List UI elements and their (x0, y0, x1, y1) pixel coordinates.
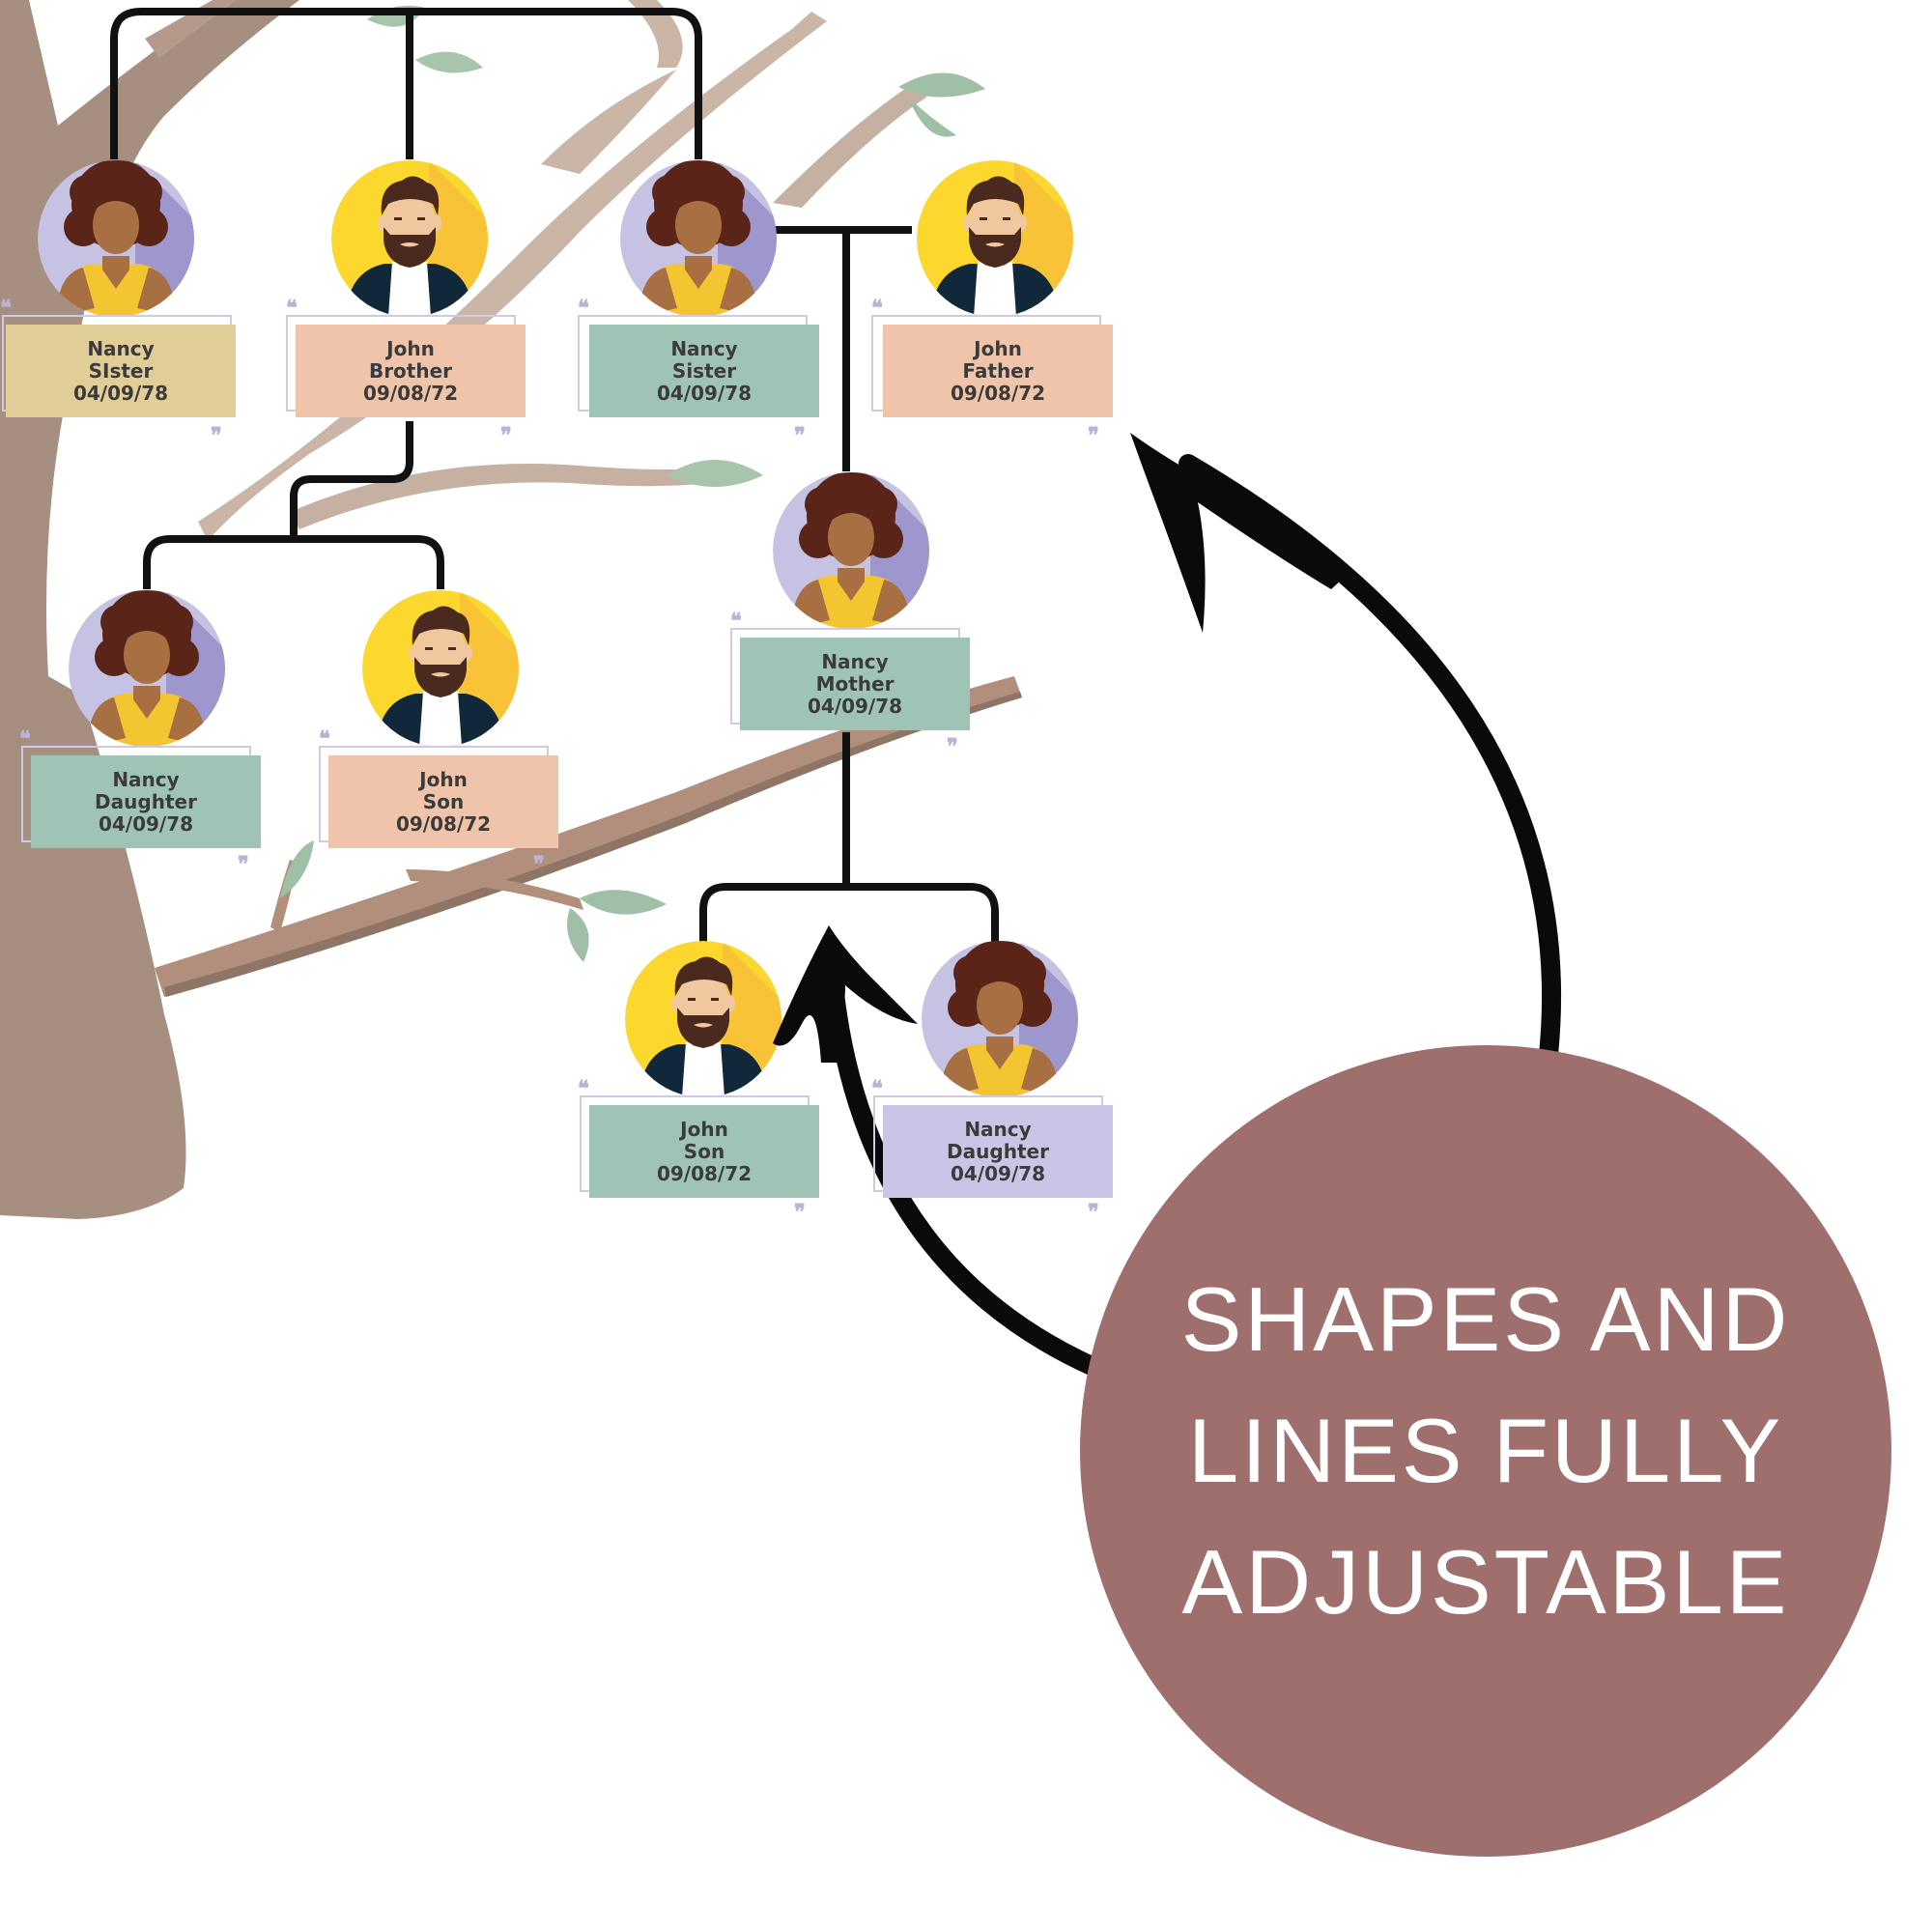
tree-branch-lower-shade (164, 692, 1022, 997)
avatar-female-icon[interactable] (38, 159, 194, 317)
person-name: Nancy (964, 1117, 1032, 1141)
person-name: Nancy (670, 336, 738, 360)
leaf (567, 908, 589, 962)
arrow-upper-curve (1179, 454, 1561, 1065)
person-role: Mother (815, 671, 895, 696)
quote-close-icon: ❞ (947, 734, 958, 759)
quote-open-icon: ❝ (319, 726, 330, 752)
quote-close-icon: ❞ (794, 423, 806, 448)
quote-close-icon: ❞ (1088, 1200, 1099, 1225)
leaf (580, 890, 667, 915)
person-name: John (386, 336, 435, 360)
quote-close-icon: ❞ (1088, 423, 1099, 448)
person-name: Nancy (87, 336, 155, 360)
avatar-male-icon[interactable] (331, 160, 488, 317)
quote-open-icon: ❝ (871, 1076, 883, 1101)
person-role: Father (962, 358, 1034, 383)
connector-mother-to-children[interactable] (699, 732, 999, 943)
connector-lines[interactable] (110, 8, 999, 943)
arrow-heads (773, 433, 1352, 1063)
tree-branch-lower (155, 676, 1022, 997)
quote-open-icon: ❝ (730, 609, 742, 634)
leaf (898, 72, 985, 98)
person-role: Daughter (947, 1139, 1049, 1163)
quote-open-icon: ❝ (871, 296, 883, 321)
person-card[interactable]: John Son 09/08/72 (589, 1105, 819, 1198)
person-card[interactable]: Nancy Daughter 04/09/78 (883, 1105, 1113, 1198)
person-date: 04/09/78 (98, 811, 194, 836)
person-name: John (419, 767, 468, 791)
callout-line-2: LINES FULLY (1187, 1400, 1784, 1501)
person-card[interactable]: John Father 09/08/72 (883, 325, 1113, 417)
connector-brother-to-children[interactable] (143, 421, 444, 589)
person-date: 09/08/72 (362, 381, 459, 405)
quote-close-icon: ❞ (794, 1200, 806, 1225)
quote-open-icon: ❝ (578, 1076, 589, 1101)
person-card[interactable]: Nancy Mother 04/09/78 (740, 638, 970, 730)
callout-line-3: ADJUSTABLE (1181, 1531, 1790, 1633)
callout-line-1: SHAPES AND (1180, 1268, 1791, 1370)
person-role: SIster (88, 358, 154, 383)
person-date: 04/09/78 (807, 694, 903, 718)
person-card[interactable]: Nancy Sister 04/09/78 (589, 325, 819, 417)
person-name: Nancy (821, 649, 889, 673)
quote-open-icon: ❝ (19, 726, 31, 752)
person-date: 04/09/78 (950, 1161, 1046, 1185)
leaf (667, 460, 763, 487)
person-role: Brother (368, 358, 453, 383)
person-role: Son (683, 1139, 725, 1163)
leaf (908, 97, 956, 137)
person-date: 09/08/72 (950, 381, 1046, 405)
quote-open-icon: ❝ (578, 296, 589, 321)
avatar-female-icon[interactable] (620, 159, 777, 317)
person-name: John (974, 336, 1022, 360)
person-name: Nancy (112, 767, 180, 791)
avatar-female-icon[interactable] (773, 471, 929, 629)
avatar-female-icon[interactable] (69, 589, 225, 747)
person-name: John (680, 1117, 728, 1141)
person-role: Sister (671, 358, 737, 383)
quote-close-icon: ❞ (500, 423, 512, 448)
tree-branch-lower-twig (406, 869, 583, 910)
callout-circle: SHAPES AND LINES FULLY ADJUSTABLE (1080, 1045, 1891, 1857)
avatar-male-icon[interactable] (362, 590, 519, 747)
person-role: Son (422, 789, 465, 813)
avatar-female-icon[interactable] (922, 940, 1078, 1097)
arrow-upper-head-icon (1130, 433, 1352, 633)
person-card[interactable]: John Brother 09/08/72 (296, 325, 526, 417)
leaf (280, 840, 314, 898)
avatar-male-icon[interactable] (917, 160, 1073, 317)
person-role: Daughter (95, 789, 197, 813)
quote-open-icon: ❝ (286, 296, 298, 321)
tree-branch-right (773, 87, 927, 208)
person-card[interactable]: John Son 09/08/72 (328, 755, 558, 848)
person-card[interactable]: Nancy Daughter 04/09/78 (31, 755, 261, 848)
person-date: 09/08/72 (395, 811, 492, 836)
person-card[interactable]: Nancy SIster 04/09/78 (6, 325, 236, 417)
person-date: 04/09/78 (72, 381, 169, 405)
tree-branch-upper-3 (628, 0, 683, 68)
person-date: 09/08/72 (656, 1161, 753, 1185)
person-date: 04/09/78 (656, 381, 753, 405)
avatar-male-icon[interactable] (625, 941, 781, 1097)
leaf (415, 51, 483, 73)
arrow-lower-head-icon (773, 925, 918, 1063)
tree-branch-upper-2 (541, 70, 676, 174)
quote-close-icon: ❞ (238, 852, 249, 877)
quote-close-icon: ❞ (533, 852, 545, 877)
quote-close-icon: ❞ (211, 423, 222, 448)
quote-open-icon: ❝ (0, 296, 12, 321)
